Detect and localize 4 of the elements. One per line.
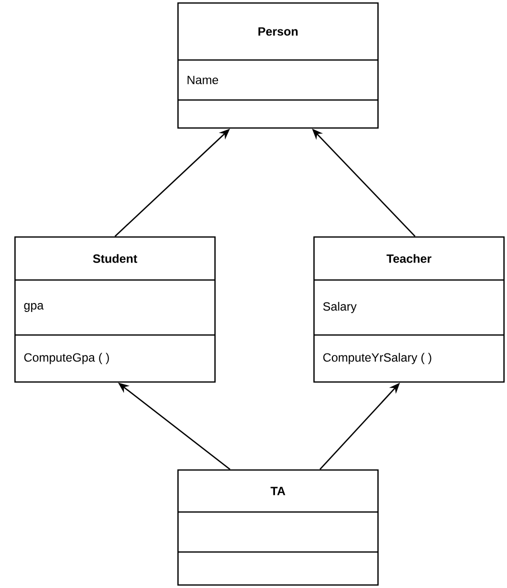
class-box: TA — [177, 469, 379, 586]
class-box: Teacher Salary ComputeYrSalary ( ) — [313, 236, 505, 383]
class-box: Student gpa ComputeGpa ( ) — [14, 236, 216, 383]
class-box: Person Name — [177, 2, 379, 129]
